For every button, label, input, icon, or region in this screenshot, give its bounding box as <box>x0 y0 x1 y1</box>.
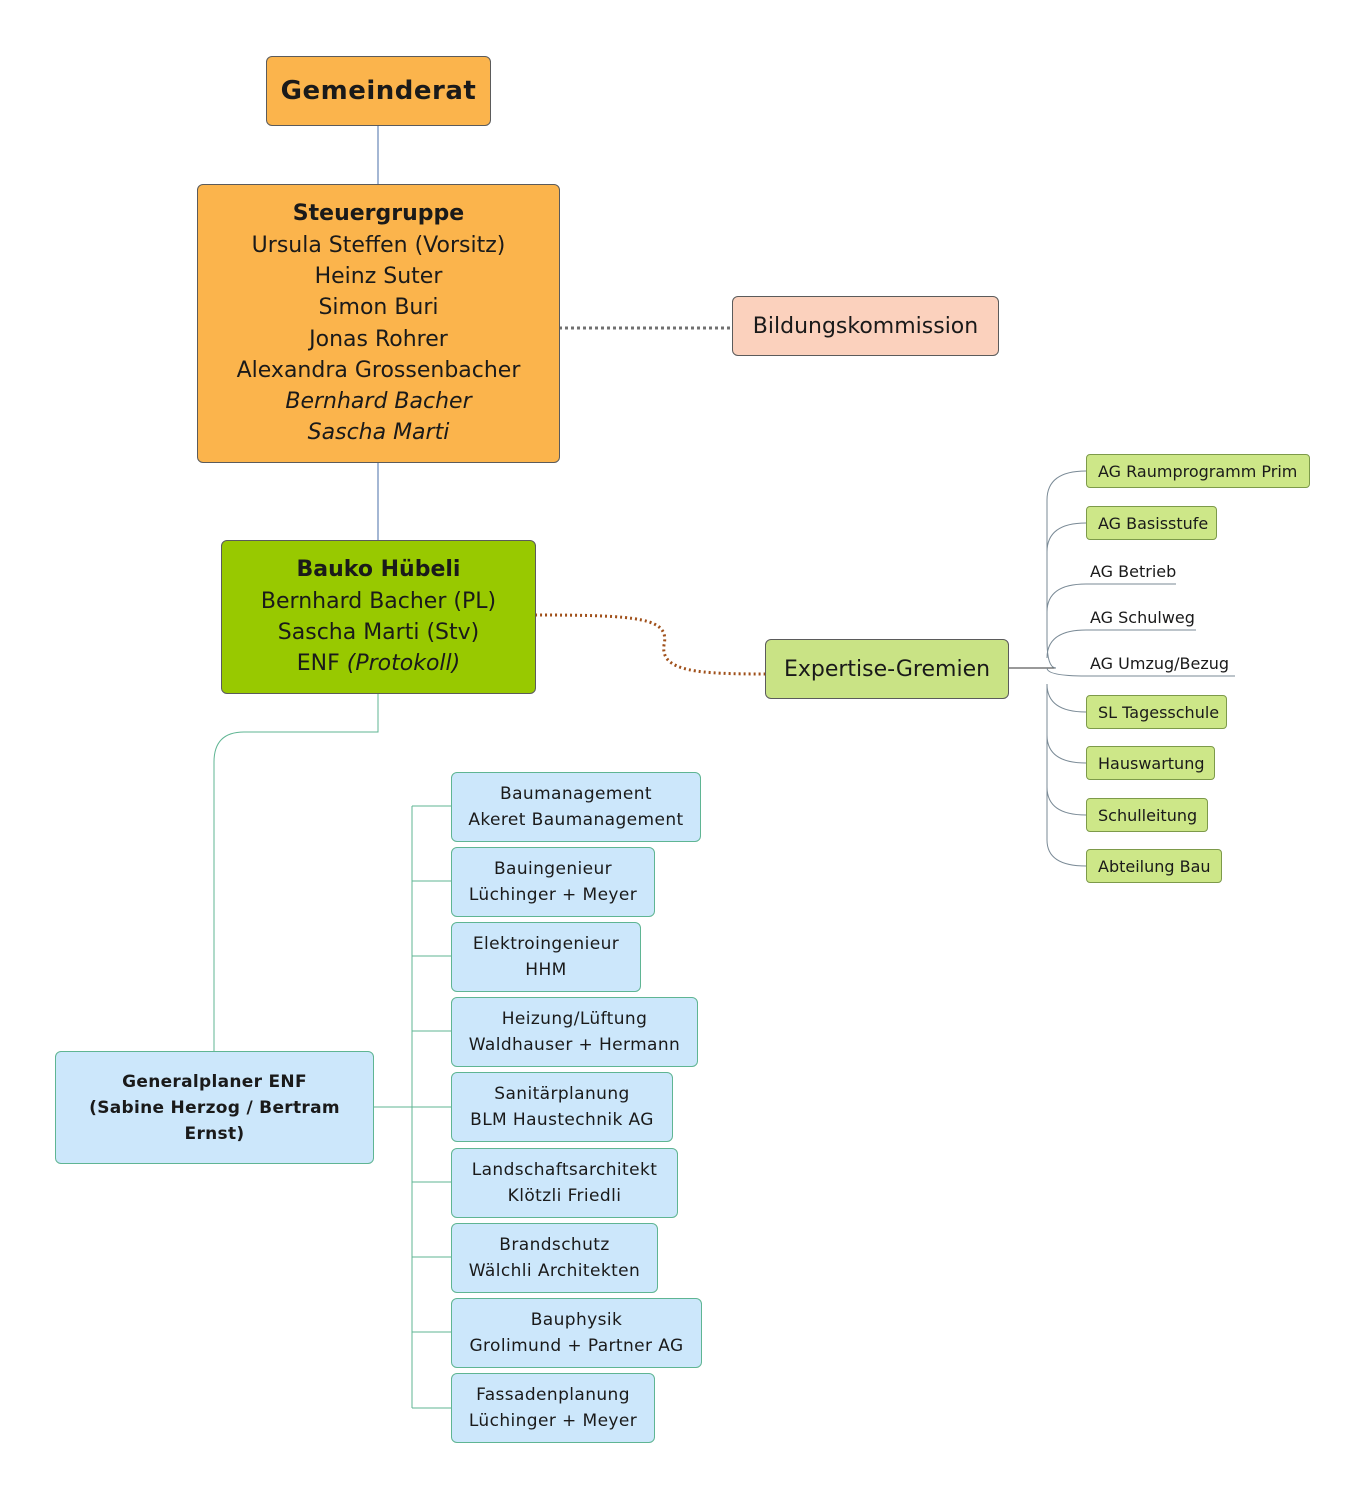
bildungskommission-node[interactable]: Bildungskommission <box>732 296 999 356</box>
bauko-title: Bauko Hübeli <box>296 557 461 583</box>
expertise-title: Expertise-Gremien <box>783 656 991 682</box>
fachplaner-firm: Grolimund + Partner AG <box>469 1336 684 1356</box>
fachplaner-node[interactable]: Baumanagement Akeret Baumanagement <box>451 772 701 842</box>
steuergruppe-guest: Bernhard Bacher <box>285 389 472 415</box>
steuergruppe-member: Alexandra Grossenbacher <box>236 357 521 383</box>
generalplaner-node[interactable]: Generalplaner ENF (Sabine Herzog / Bertr… <box>55 1051 374 1164</box>
fachplaner-firm: Klötzli Friedli <box>507 1186 622 1206</box>
link-expertise <box>534 613 767 676</box>
ag-item[interactable]: AG Umzug/Bezug <box>1090 654 1230 673</box>
fachplaner-node[interactable]: Heizung/Lüftung Waldhauser + Hermann <box>451 997 698 1067</box>
fachplaner-firm: Lüchinger + Meyer <box>468 885 638 905</box>
ag-item[interactable]: AG Schulweg <box>1090 608 1195 627</box>
fachplaner-firm: BLM Haustechnik AG <box>470 1110 654 1130</box>
bauko-protokoll: ENF (Protokoll) <box>297 648 460 679</box>
ag-item[interactable]: AG Betrieb <box>1090 562 1177 581</box>
steuergruppe-guest: Sascha Marti <box>307 420 450 446</box>
fachplaner-role: Bauingenieur <box>493 859 613 879</box>
steuergruppe-member: Ursula Steffen (Vorsitz) <box>251 232 506 258</box>
fachplaner-node[interactable]: Bauphysik Grolimund + Partner AG <box>451 1298 702 1368</box>
generalplaner-line: (Sabine Herzog / Bertram <box>89 1097 340 1118</box>
ag-item-label: Abteilung Bau <box>1098 856 1211 876</box>
ag-item-label: AG Basisstufe <box>1098 513 1209 533</box>
fachplaner-role: Fassadenplanung <box>476 1385 630 1405</box>
steuergruppe-member: Simon Buri <box>318 295 439 321</box>
expertise-node[interactable]: Expertise-Gremien <box>765 639 1009 699</box>
ag-item-label: Schulleitung <box>1098 805 1198 825</box>
bauko-protokoll-role: (Protokoll) <box>346 651 461 677</box>
fachplaner-role: Landschaftsarchitekt <box>471 1160 658 1180</box>
fachplaner-firm: Wälchli Architekten <box>468 1261 641 1281</box>
bauko-protokoll-name: ENF <box>296 651 347 677</box>
fachplaner-role: Bauphysik <box>530 1310 623 1330</box>
fachplaner-node[interactable]: Fassadenplanung Lüchinger + Meyer <box>451 1373 655 1443</box>
ag-item[interactable]: SL Tagesschule <box>1086 695 1227 729</box>
fachplaner-node[interactable]: Landschaftsarchitekt Klötzli Friedli <box>451 1148 678 1218</box>
generalplaner-line: Generalplaner ENF <box>122 1071 307 1092</box>
gemeinderat-title: Gemeinderat <box>280 76 477 106</box>
generalplaner-line: Ernst) <box>184 1123 245 1144</box>
bauko-member: Sascha Marti (Stv) <box>277 620 480 645</box>
fachplaner-node[interactable]: Elektroingenieur HHM <box>451 922 641 992</box>
fachplaner-firm: HHM <box>525 960 567 980</box>
fachplaner-firm: Lüchinger + Meyer <box>468 1411 638 1431</box>
ag-item[interactable]: Abteilung Bau <box>1086 849 1222 883</box>
bauko-member: Bernhard Bacher (PL) <box>260 588 497 614</box>
bildungskommission-title: Bildungskommission <box>752 313 979 339</box>
ag-item-label: SL Tagesschule <box>1098 702 1220 722</box>
steuergruppe-member: Heinz Suter <box>314 263 443 289</box>
ag-item[interactable]: AG Raumprogramm Prim <box>1086 454 1310 488</box>
ag-item[interactable]: AG Basisstufe <box>1086 506 1217 540</box>
fachplaner-role: Heizung/Lüftung <box>501 1009 648 1029</box>
gemeinderat-node[interactable]: Gemeinderat <box>266 56 491 126</box>
steuergruppe-title: Steuergruppe <box>292 201 465 227</box>
fachplaner-node[interactable]: Sanitärplanung BLM Haustechnik AG <box>451 1072 673 1142</box>
fachplaner-firm: Waldhauser + Hermann <box>468 1035 681 1055</box>
steuergruppe-member: Jonas Rohrer <box>309 326 448 352</box>
fachplaner-firm: Akeret Baumanagement <box>468 810 684 830</box>
ag-item[interactable]: Hauswartung <box>1086 746 1215 780</box>
fachplaner-role: Sanitärplanung <box>494 1084 630 1104</box>
fachplaner-role: Brandschutz <box>499 1235 610 1255</box>
link-generalplaner <box>213 693 379 1052</box>
fachplaner-bracket <box>373 805 451 1409</box>
ag-item[interactable]: Schulleitung <box>1086 798 1208 832</box>
expertise-tree <box>1008 470 1235 867</box>
bauko-node[interactable]: Bauko Hübeli Bernhard Bacher (PL) Sascha… <box>221 540 536 694</box>
fachplaner-node[interactable]: Brandschutz Wälchli Architekten <box>451 1223 658 1293</box>
steuergruppe-node[interactable]: Steuergruppe Ursula Steffen (Vorsitz) He… <box>197 184 560 463</box>
ag-item-label: AG Raumprogramm Prim <box>1098 461 1298 481</box>
fachplaner-node[interactable]: Bauingenieur Lüchinger + Meyer <box>451 847 655 917</box>
fachplaner-role: Elektroingenieur <box>472 934 620 954</box>
ag-item-label: Hauswartung <box>1098 753 1205 773</box>
fachplaner-role: Baumanagement <box>500 784 652 804</box>
